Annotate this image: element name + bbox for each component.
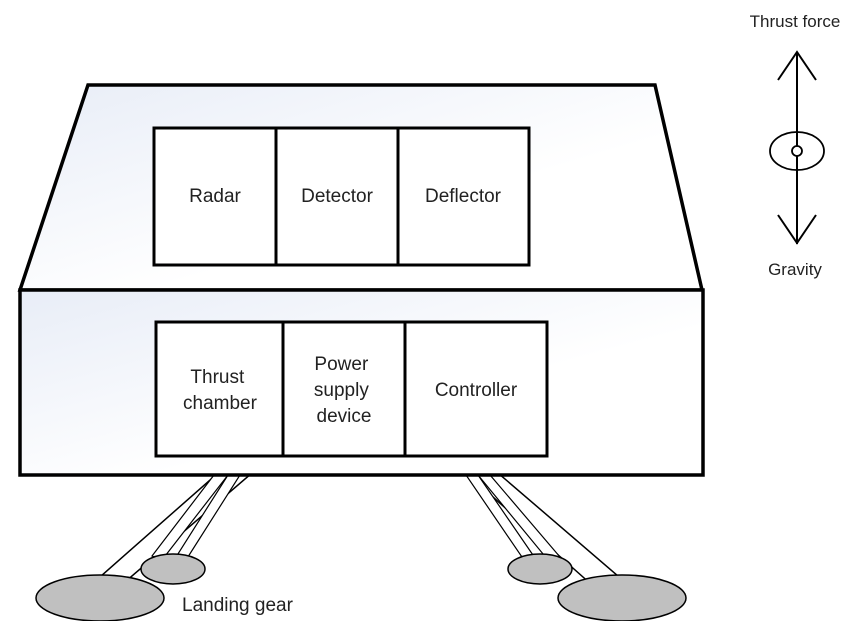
thrust-chamber-label: Thrust chamber [183, 367, 258, 414]
landing-gear-label: Landing gear [182, 595, 294, 616]
controller-label: Controller [435, 380, 518, 401]
detector-module [274, 126, 400, 267]
thrust-force-arrowhead-icon [777, 50, 817, 81]
left-large-foot [35, 574, 165, 621]
left-small-foot [140, 553, 206, 585]
deflector-label: Deflector [425, 186, 502, 207]
thrust-force-label: Thrust force [750, 12, 841, 31]
gravity-arrowhead-icon [777, 214, 817, 245]
upper-module-row: Radar Detector Deflector [152, 126, 531, 267]
power-supply-label: Power supply device [314, 354, 374, 427]
right-small-foot [507, 553, 573, 585]
controller-module [403, 320, 549, 458]
radar-module [152, 126, 278, 267]
center-of-mass-outer-icon [769, 131, 825, 171]
force-indicator: Thrust force Gravity [750, 12, 841, 279]
deflector-module [396, 126, 531, 267]
radar-label: Radar [189, 186, 241, 207]
power-supply-module [281, 320, 407, 458]
detector-label: Detector [301, 186, 373, 207]
landing-gear: Landing gear [35, 472, 687, 621]
thrust-chamber-module [154, 320, 285, 458]
gravity-label: Gravity [768, 260, 822, 279]
right-large-foot [557, 574, 687, 621]
center-of-mass-dot-icon [791, 145, 803, 157]
lower-module-row: Thrust chamber Power supply device Contr… [154, 320, 549, 458]
